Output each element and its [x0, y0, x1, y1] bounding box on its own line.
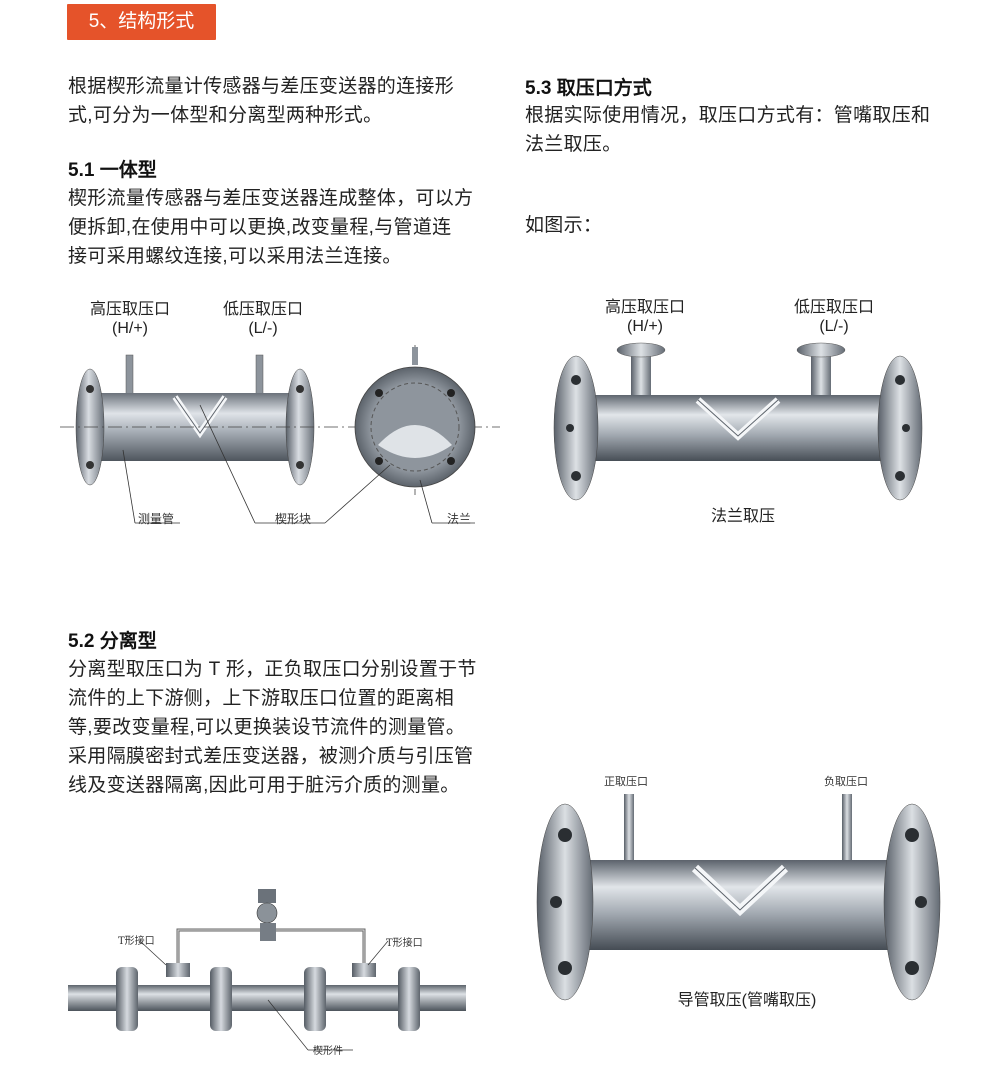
section-5-3-figure-intro: 如图示：: [525, 215, 603, 236]
section-5-2-text: 分离型取压口为 T 形，正负取压口分别设置于节 流件的上下游侧，上下游取压口位置…: [68, 655, 518, 800]
fig1-callout-flange: 法兰: [447, 512, 472, 526]
label-sign: (L/-): [248, 320, 278, 337]
fig4-caption: 导管取压(管嘴取压): [662, 991, 832, 1010]
fig2-flange-tapping-drawing: [553, 342, 923, 501]
fig2-low-pressure-label: 低压取压口 (L/-): [784, 298, 884, 336]
section-title: 5、结构形式: [67, 4, 216, 40]
section-5-2-heading: 5.2 分离型: [68, 631, 157, 652]
fig1-callout-wedge: 楔形块: [275, 512, 312, 526]
fig4-negative-port-label: 负取压口: [824, 775, 868, 788]
text-line: 根据实际使用情况，取压口方式有：管嘴取压和: [525, 105, 931, 126]
text-line: 便拆卸,在使用中可以更换,改变量程,与管道连: [68, 217, 452, 238]
text-line: 流件的上下游侧，上下游取压口位置的距离相: [68, 688, 455, 709]
text-line: 接可采用螺纹连接,可以采用法兰连接。: [68, 246, 402, 267]
fig3-separated-installation-drawing: [68, 889, 466, 1051]
text-line: 分离型取压口为 T 形，正负取压口分别设置于节: [68, 659, 477, 680]
fig4-tube-tapping-drawing: [536, 794, 941, 1001]
text-line: 法兰取压。: [525, 134, 622, 155]
intro-line: 式,可分为一体型和分离型两种形式。: [68, 105, 383, 126]
section-5-1-text: 楔形流量传感器与差压变送器连成整体，可以方 便拆卸,在使用中可以更换,改变量程,…: [68, 184, 508, 271]
section-5-1-heading: 5.1 一体型: [68, 160, 157, 181]
fig2-high-pressure-label: 高压取压口 (H/+): [595, 298, 695, 336]
fig1-callout-measuring-tube: 测量管: [138, 512, 175, 526]
text-line: 等,要改变量程,可以更换装设节流件的测量管。: [68, 717, 466, 738]
fig3-t-port-left-label: T形接口: [118, 936, 155, 947]
label-text: 低压取压口: [222, 301, 303, 318]
label-text: 高压取压口: [604, 299, 685, 316]
fig1-high-pressure-label: 高压取压口 (H/+): [80, 300, 180, 338]
text-line: 采用隔膜密封式差压变送器，被测介质与引压管: [68, 746, 474, 767]
fig2-caption: 法兰取压: [710, 508, 775, 525]
intro-line: 根据楔形流量计传感器与差压变送器的连接形: [68, 76, 455, 97]
fig3-wedge-label: 楔形件: [313, 1046, 343, 1057]
fig1-low-pressure-label: 低压取压口 (L/-): [213, 300, 313, 338]
intro-paragraph: 根据楔形流量计传感器与差压变送器的连接形 式,可分为一体型和分离型两种形式。: [68, 72, 508, 130]
label-sign: (H/+): [112, 320, 148, 337]
label-sign: (L/-): [819, 318, 849, 335]
text-line: 线及变送器隔离,因此可用于脏污介质的测量。: [68, 775, 460, 796]
fig4-positive-port-label: 正取压口: [604, 775, 648, 788]
fig1-integrated-flowmeter-drawing: [60, 345, 500, 524]
section-5-3-text: 根据实际使用情况，取压口方式有：管嘴取压和 法兰取压。: [525, 101, 965, 159]
text-line: 楔形流量传感器与差压变送器连成整体，可以方: [68, 188, 474, 209]
label-text: 高压取压口: [89, 301, 170, 318]
fig3-t-port-right-label: T形接口: [386, 938, 423, 949]
section-5-3-heading: 5.3 取压口方式: [525, 78, 652, 99]
label-sign: (H/+): [627, 318, 663, 335]
label-text: 低压取压口: [793, 299, 874, 316]
